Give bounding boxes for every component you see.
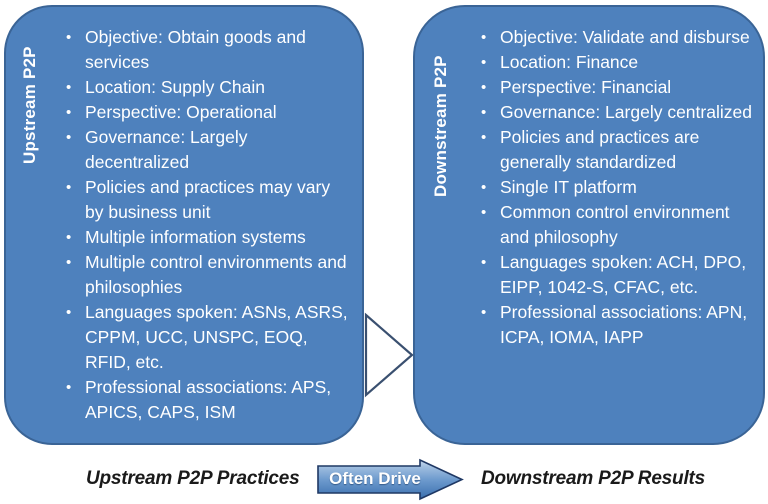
list-item: Objective: Obtain goods and services: [66, 25, 350, 75]
upstream-side-label: Upstream P2P: [20, 46, 39, 165]
list-item: Policies and practices are generally sta…: [481, 125, 753, 175]
downstream-bullet-list: Objective: Validate and disburse Locatio…: [481, 25, 753, 350]
often-drive-arrow-icon: [317, 458, 464, 501]
downstream-side-label: Downstream P2P: [431, 55, 450, 198]
list-item: Objective: Validate and disburse: [481, 25, 753, 50]
list-item: Multiple information systems: [66, 225, 350, 250]
downstream-caption: Downstream P2P Results: [481, 468, 706, 489]
list-item: Policies and practices may vary by busin…: [66, 175, 350, 225]
list-item: Languages spoken: ASNs, ASRS, CPPM, UCC,…: [66, 300, 350, 375]
right-chevron-icon: [364, 312, 414, 398]
list-item: Governance: Largely centralized: [481, 100, 753, 125]
list-item: Professional associations: APS, APICS, C…: [66, 375, 350, 425]
upstream-caption: Upstream P2P Practices: [86, 468, 300, 489]
list-item: Location: Finance: [481, 50, 753, 75]
list-item: Perspective: Operational: [66, 100, 350, 125]
list-item: Common control environment and philosoph…: [481, 200, 753, 250]
list-item: Governance: Largely decentralized: [66, 125, 350, 175]
downstream-panel: Downstream P2P Objective: Validate and d…: [413, 5, 765, 445]
list-item: Multiple control environments and philos…: [66, 250, 350, 300]
list-item: Single IT platform: [481, 175, 753, 200]
list-item: Location: Supply Chain: [66, 75, 350, 100]
list-item: Professional associations: APN, ICPA, IO…: [481, 300, 753, 350]
upstream-bullet-list: Objective: Obtain goods and services Loc…: [66, 25, 350, 425]
list-item: Languages spoken: ACH, DPO, EIPP, 1042-S…: [481, 250, 753, 300]
list-item: Perspective: Financial: [481, 75, 753, 100]
upstream-panel: Upstream P2P Objective: Obtain goods and…: [4, 5, 364, 445]
